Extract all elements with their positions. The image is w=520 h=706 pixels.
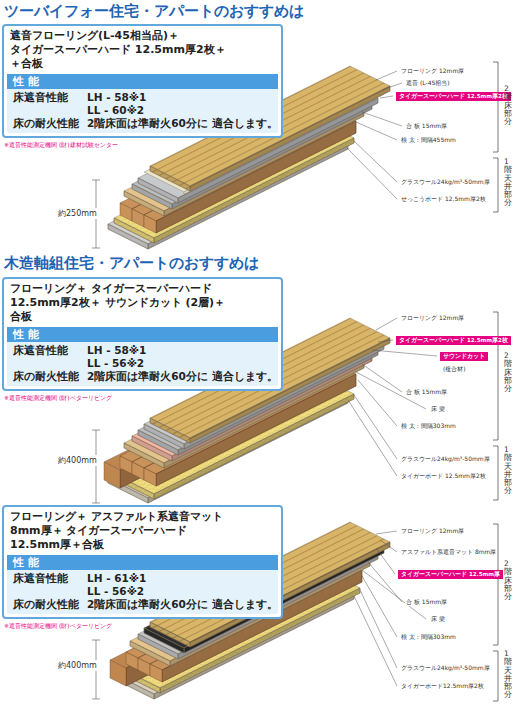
layer-callout: アスファルト系遮音マット 8mm厚 [400, 548, 497, 556]
dimension-label: 約400mm [58, 455, 97, 466]
performance-panel-text: 2階床面は準耐火60分に 適合します。 [87, 370, 278, 386]
source-note: ※遮音性能測定機関 (財)ベターリビング [4, 394, 112, 403]
layer-callout: グラスウール24kg/m³-50mm厚 [400, 664, 491, 672]
spec-box: フローリング＋ タイガースーパーハード 12.5mm厚2枚＋ サウンドカット (… [2, 277, 283, 391]
layer-callout: 合 板 15mm厚 [405, 388, 448, 396]
performance-panel-text: 床遮音性能 [7, 89, 87, 117]
bracket-label: 1階天井部分 [504, 650, 512, 700]
layer-callout: タイガーボード 12.5mm厚2枚 [400, 472, 487, 480]
source-note: ※遮音性能測定機関 (財)建材試験センター [4, 141, 118, 150]
layer-callout: グラスウール24kg/m³-50mm厚 [400, 455, 491, 463]
section-heading: ツーバイフォー住宅・アパートのおすすめは [4, 2, 304, 21]
spec-box: 遮音フローリング(L-45相当品)＋ タイガースーパーハード 12.5mm厚2枚… [2, 24, 283, 138]
performance-panel: 性 能床遮音性能LH - 58※1LL - 56※2床の耐火性能2階床面は準耐火… [7, 327, 278, 386]
performance-panel-text: 2階床面は準耐火60分に 適合します。 [87, 598, 278, 614]
performance-panel-text: LH - 58※1 [87, 342, 278, 357]
bracket-label: 1階天井部分 [504, 158, 512, 208]
product-tag: タイガースーパーハード 12.5mm厚 [398, 570, 503, 579]
layer-callout: 合 板 15mm厚 [405, 598, 448, 606]
performance-panel-text: LL - 60※2 [87, 104, 278, 117]
section-heading: 木造軸組住宅・アパートのおすすめは [4, 254, 259, 273]
performance-panel-text: 床の耐火性能 [7, 117, 87, 133]
performance-panel-text: 性 能 [7, 327, 278, 342]
performance-panel: 性 能床遮音性能LH - 58※1LL - 60※2床の耐火性能2階床面は準耐火… [7, 74, 278, 133]
product-tag: サウンドカット [440, 352, 488, 361]
layer-callout: 合 板 15mm厚 [405, 122, 448, 130]
performance-panel-text: LL - 56※2 [87, 585, 278, 598]
source-note: ※遮音性能測定機関 (財)ベターリビング [4, 622, 112, 631]
layer-callout: (複合材) [442, 365, 467, 373]
bracket-label: 2階床部分 [504, 352, 512, 393]
layer-callout: タイガーボード12.5mm厚2枚 [400, 682, 485, 690]
layer-callout: 根 太 : 間隔303mm [400, 633, 457, 641]
performance-panel-text: 性 能 [7, 555, 278, 570]
performance-panel-text: 床遮音性能 [7, 342, 87, 370]
spec-box-text: フローリング＋ アスファルト系遮音マット 8mm厚＋ タイガースーパーハード 1… [4, 510, 246, 555]
performance-panel-text: 床の耐火性能 [7, 370, 87, 386]
layer-callout: フローリング 12mm厚 [400, 314, 465, 322]
layer-callout: せっこうボード 12.5mm厚2枚 [400, 195, 487, 203]
performance-panel-text: LH - 61※1 [87, 570, 278, 585]
product-tag-text: タイガースーパーハード 12.5mm厚2枚 [399, 337, 508, 344]
layer-callout: 床 梁 [430, 405, 446, 413]
product-tag: タイガースーパーハード 12.5mm厚2枚 [396, 336, 511, 345]
performance-panel-text: LH - 58※1 [87, 89, 278, 104]
product-tag: タイガースーパーハード 12.5mm厚2枚 [396, 92, 511, 101]
spec-box-text: 遮音フローリング(L-45相当品)＋ タイガースーパーハード 12.5mm厚2枚… [4, 29, 246, 74]
performance-panel-text: LL - 56※2 [87, 357, 278, 370]
bracket-label: 2階床部分 [504, 560, 512, 601]
product-tag-text: サウンドカット [443, 353, 485, 360]
bracket-label: 2階床部分 [504, 85, 512, 126]
dimension-label: 約400mm [58, 660, 97, 671]
layer-callout: 遮音 (L-45相当) [405, 79, 451, 87]
dimension-label: 約250mm [58, 208, 97, 219]
layer-callout: 根 太 : 間隔303mm [400, 422, 457, 430]
performance-panel-text: 床遮音性能 [7, 570, 87, 598]
product-tag-text: タイガースーパーハード 12.5mm厚2枚 [399, 93, 508, 100]
product-tag-text: タイガースーパーハード 12.5mm厚 [401, 571, 500, 578]
layer-callout: 根 太 : 間隔455mm [400, 136, 457, 144]
spec-box: フローリング＋ アスファルト系遮音マット 8mm厚＋ タイガースーパーハード 1… [2, 505, 283, 619]
performance-panel-text: 2階床面は準耐火60分に 適合します。 [87, 117, 278, 133]
layer-callout: グラスウール24kg/m³-50mm厚 [400, 178, 491, 186]
spec-box-text: フローリング＋ タイガースーパーハード 12.5mm厚2枚＋ サウンドカット (… [4, 282, 246, 327]
performance-panel-text: 床の耐火性能 [7, 598, 87, 614]
performance-panel: 性 能床遮音性能LH - 61※1LL - 56※2床の耐火性能2階床面は準耐火… [7, 555, 278, 614]
bracket-label: 1階天井部分 [504, 446, 512, 496]
layer-callout: フローリング 12mm厚 [400, 67, 465, 75]
layer-callout: フローリング 12mm厚 [400, 527, 465, 535]
performance-panel-text: 性 能 [7, 74, 278, 89]
layer-callout: 床 梁 [430, 615, 446, 623]
